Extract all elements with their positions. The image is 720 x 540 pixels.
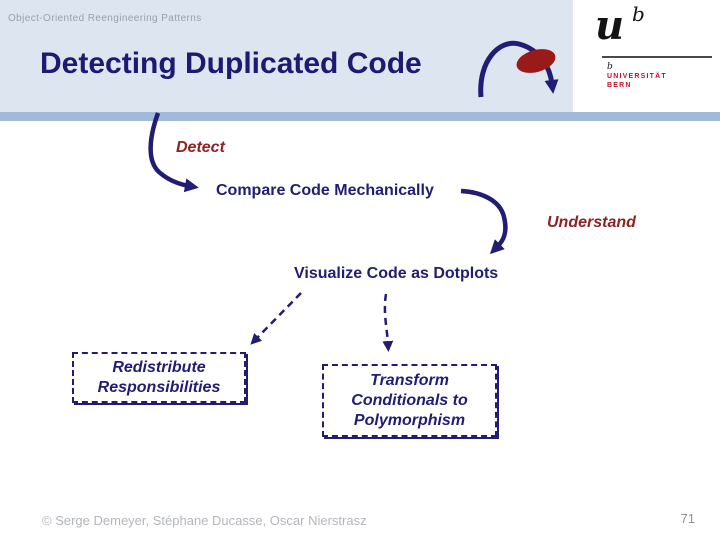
step-label-visualize-dotplots: Visualize Code as Dotplots <box>294 265 499 282</box>
pattern-box-redistribute-responsibilities: Redistribute Responsibilities <box>72 352 246 403</box>
logo-name-line2: BERN <box>607 82 632 89</box>
box-text-line: Conditionals to <box>351 391 468 409</box>
stage-label-detect: Detect <box>176 139 225 156</box>
page-number: 71 <box>680 511 695 526</box>
step-label-compare-code-mechanically: Compare Code Mechanically <box>216 182 434 199</box>
arrow-compare-to-visualize <box>460 188 508 255</box>
logo-small-mark: b <box>607 62 613 72</box>
pattern-box-transform-conditionals: Transform Conditionals to Polymorphism <box>322 364 497 437</box>
copyright-authors: © Serge Demeyer, Stéphane Ducasse, Oscar… <box>42 513 367 528</box>
box-text-line: Transform <box>370 371 449 389</box>
header-accent-bar <box>0 112 720 121</box>
logo-divider-line <box>602 56 712 58</box>
box-text-line: Redistribute <box>112 358 206 376</box>
logo-university-name: UNIVERSITÄT BERN <box>607 72 667 90</box>
logo-u-glyph: u <box>595 2 625 49</box>
box-text-line: Responsibilities <box>97 378 221 396</box>
logo-name-line1: UNIVERSITÄT <box>607 73 667 80</box>
box-text-line: Polymorphism <box>353 411 466 429</box>
dashed-arrow-to-transform <box>382 293 394 352</box>
course-title: Object-Oriented Reengineering Patterns <box>8 13 202 24</box>
slide-title: Detecting Duplicated Code <box>40 47 422 80</box>
logo-b-glyph: b <box>632 2 645 26</box>
stage-label-understand: Understand <box>547 214 636 231</box>
dashed-arrow-to-redistribute <box>250 292 302 345</box>
